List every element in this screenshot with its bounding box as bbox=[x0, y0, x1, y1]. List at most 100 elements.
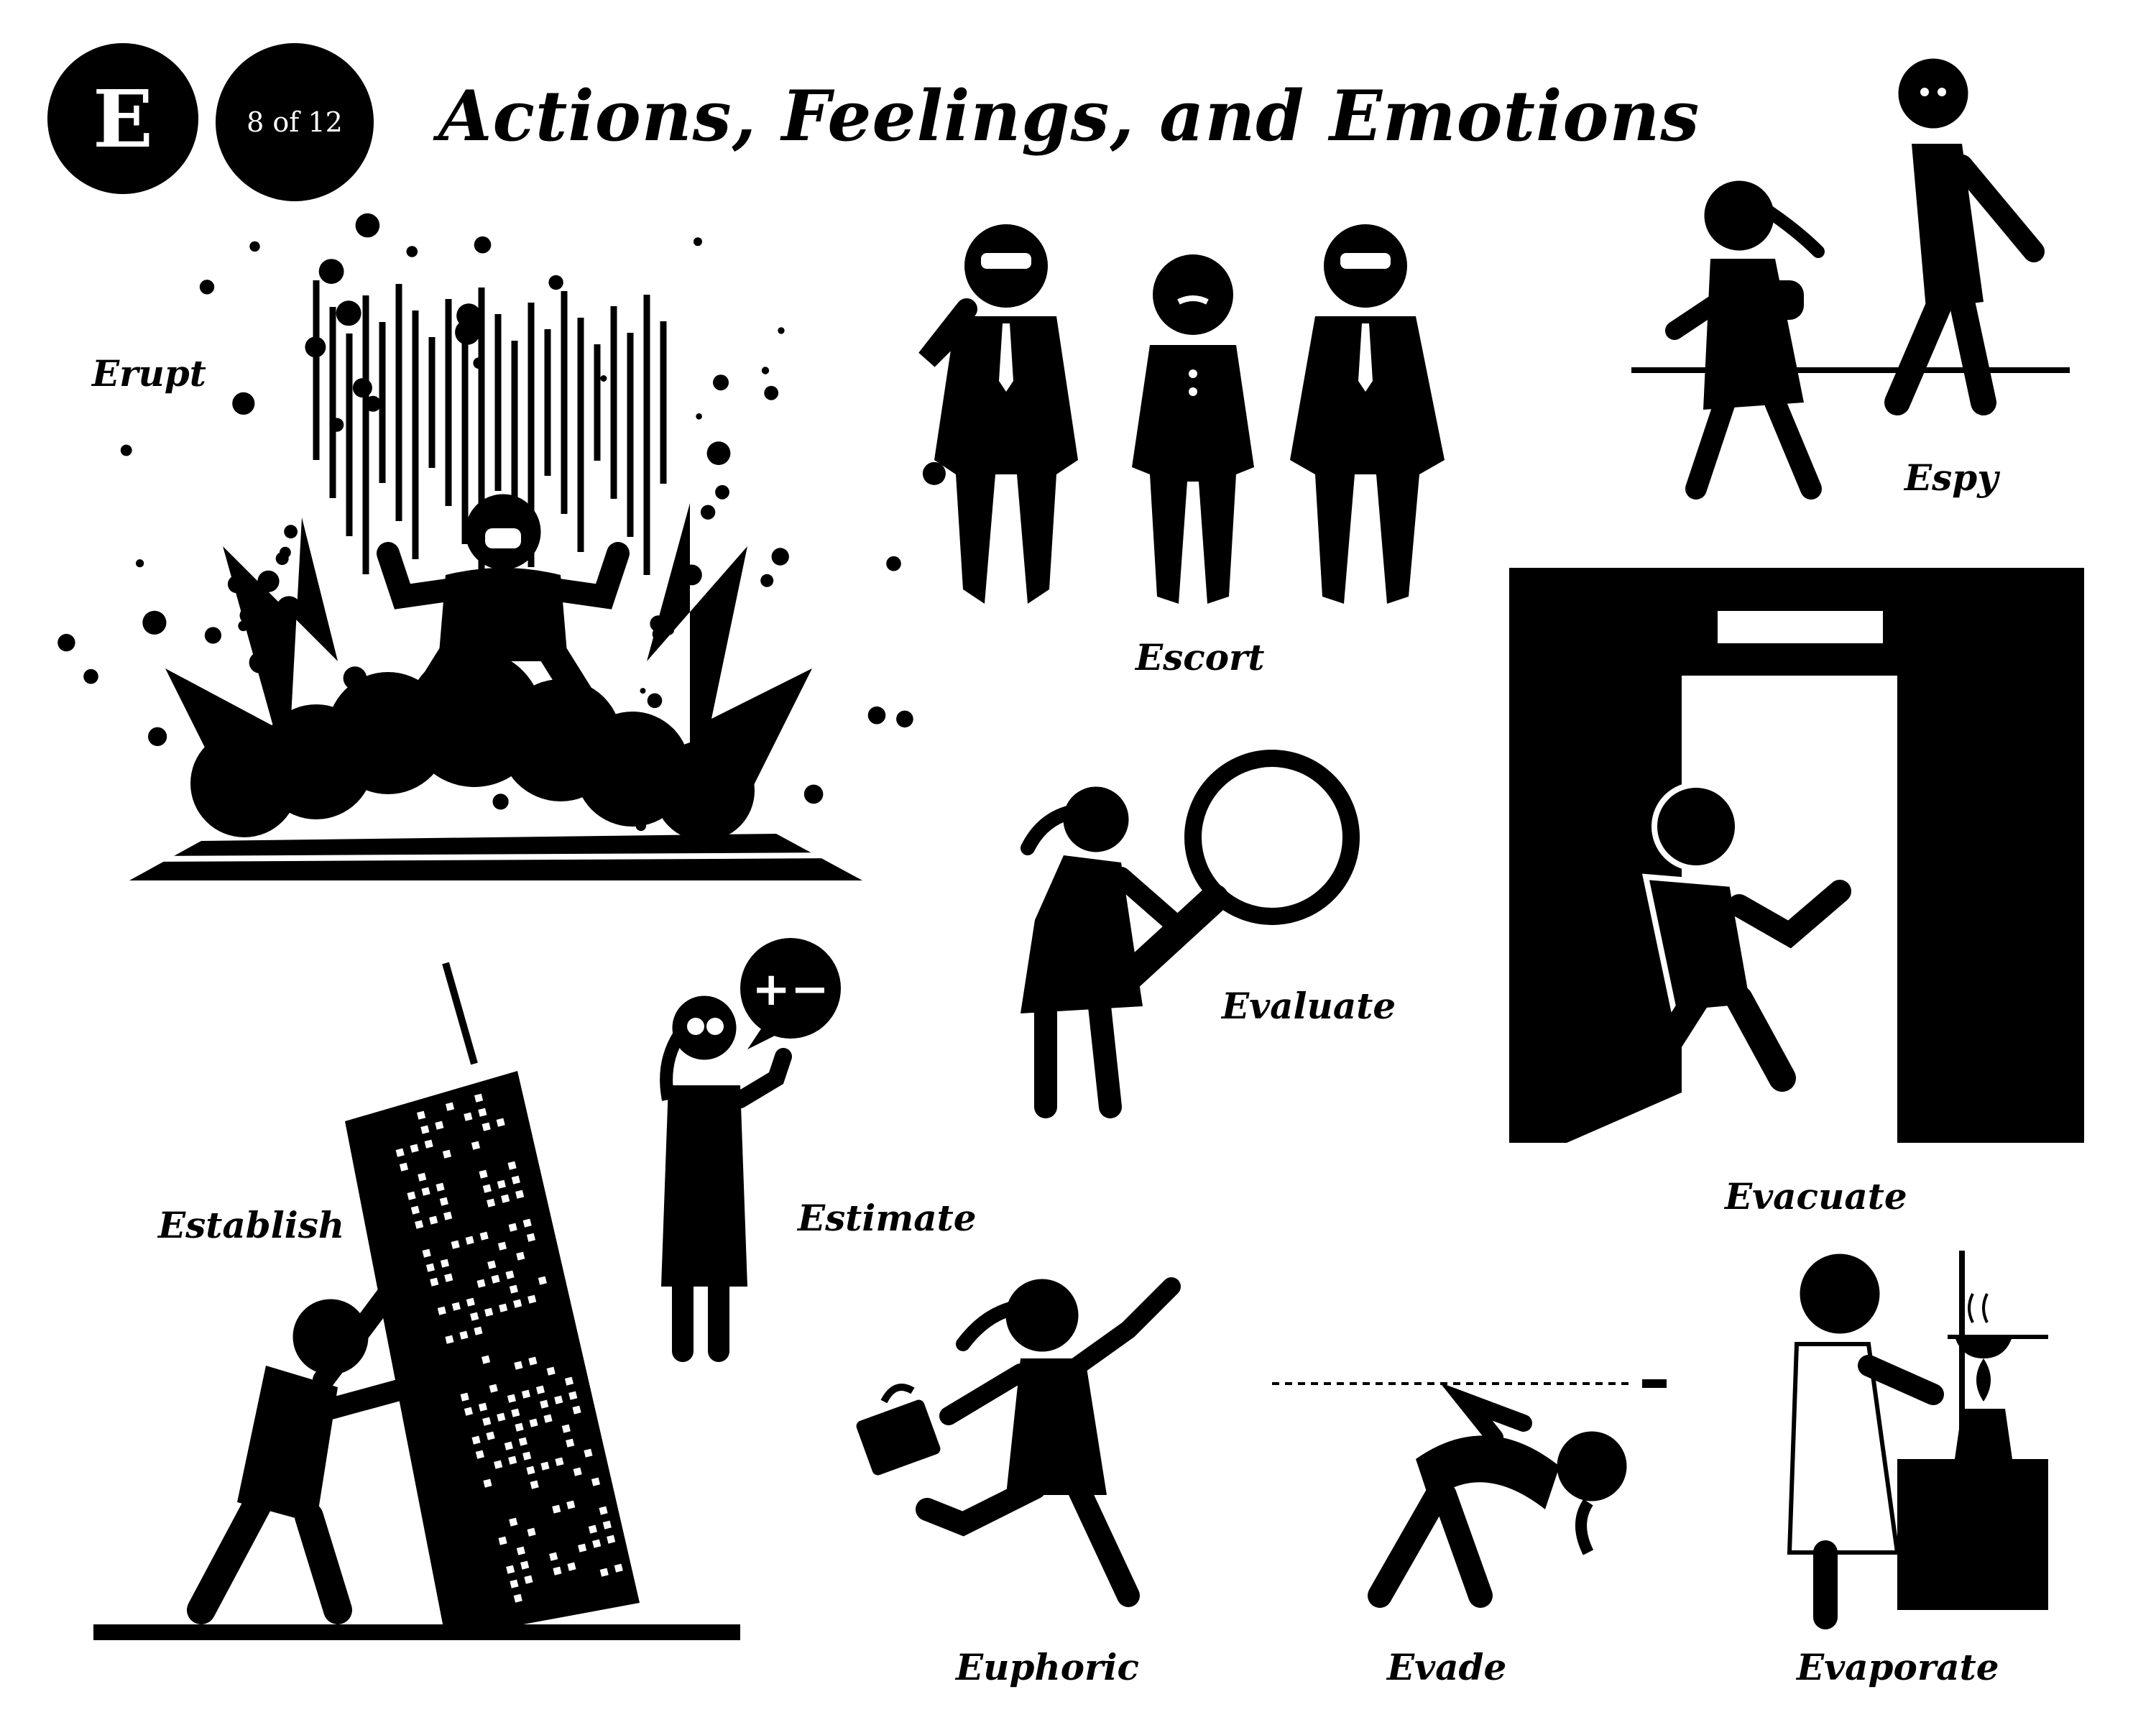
window bbox=[474, 1326, 483, 1335]
establish-pusher bbox=[187, 1283, 420, 1624]
window bbox=[425, 1263, 436, 1272]
window bbox=[538, 1276, 547, 1285]
window bbox=[395, 1148, 405, 1157]
window bbox=[508, 1223, 517, 1232]
debris-dot bbox=[83, 668, 98, 684]
window bbox=[460, 1392, 469, 1402]
window bbox=[584, 1448, 593, 1458]
page-indicator-badge: 8 of 12 bbox=[216, 43, 374, 201]
window bbox=[527, 1527, 536, 1537]
evaporate-scientist bbox=[1787, 1254, 1944, 1629]
letter-badge-text: E bbox=[93, 72, 153, 165]
window bbox=[526, 1466, 535, 1475]
window bbox=[420, 1125, 430, 1134]
window bbox=[497, 1412, 506, 1422]
window bbox=[507, 1394, 517, 1403]
window bbox=[535, 1385, 545, 1394]
debris-dot bbox=[199, 280, 215, 295]
label-erupt: Erupt bbox=[92, 352, 206, 395]
window bbox=[543, 1414, 553, 1423]
debris-dot bbox=[764, 385, 779, 400]
label-estimate: Estimate bbox=[798, 1197, 977, 1239]
window bbox=[474, 1093, 484, 1103]
window bbox=[564, 1376, 574, 1386]
evacuate-exit-sign bbox=[1718, 611, 1883, 643]
window bbox=[515, 1190, 525, 1199]
label-establish: Establish bbox=[158, 1204, 345, 1246]
page-title: Actions, Feelings, and Emotions bbox=[438, 75, 1700, 157]
window bbox=[499, 1303, 508, 1312]
window bbox=[497, 1241, 507, 1251]
window bbox=[522, 1451, 532, 1460]
label-evaluate: Evaluate bbox=[1222, 985, 1396, 1027]
debris-dot bbox=[640, 688, 646, 694]
window bbox=[486, 1431, 495, 1440]
window bbox=[507, 1161, 517, 1170]
window bbox=[513, 1593, 522, 1603]
euphoric-pictogram bbox=[856, 1277, 1181, 1607]
window bbox=[530, 1480, 539, 1489]
magnifier-lens bbox=[1184, 750, 1360, 925]
estimate-bubble bbox=[740, 938, 841, 1039]
window bbox=[466, 1297, 475, 1307]
window bbox=[436, 1182, 445, 1192]
window bbox=[505, 1270, 515, 1279]
debris-dot bbox=[713, 374, 729, 391]
escort-vip bbox=[1132, 254, 1254, 604]
window bbox=[514, 1361, 523, 1370]
window bbox=[513, 1299, 522, 1308]
window bbox=[599, 1506, 608, 1515]
espy-woman bbox=[1665, 180, 1825, 500]
debris-dot bbox=[232, 392, 255, 415]
escort-pictogram bbox=[918, 224, 1445, 604]
label-evacuate: Evacuate bbox=[1725, 1175, 1907, 1218]
window bbox=[451, 1240, 460, 1249]
espy-man bbox=[1884, 58, 2045, 415]
window bbox=[501, 1194, 510, 1203]
window bbox=[522, 1218, 532, 1228]
espy-pictogram bbox=[1631, 58, 2070, 500]
window bbox=[509, 1517, 518, 1527]
window bbox=[588, 1524, 597, 1534]
window bbox=[424, 1139, 433, 1149]
window bbox=[614, 1563, 623, 1573]
window bbox=[602, 1520, 612, 1530]
debris-dot bbox=[715, 484, 729, 500]
window bbox=[518, 1437, 528, 1446]
debris-dot bbox=[318, 259, 344, 284]
window bbox=[482, 1184, 492, 1193]
erupt-smoke-cloud bbox=[190, 650, 755, 841]
window bbox=[578, 1543, 587, 1552]
window bbox=[479, 1169, 488, 1179]
window bbox=[566, 1500, 576, 1509]
window bbox=[484, 1307, 494, 1317]
window bbox=[546, 1366, 556, 1376]
euphoric-briefcase bbox=[856, 1384, 941, 1476]
window bbox=[520, 1560, 530, 1570]
euphoric-woman bbox=[916, 1277, 1181, 1607]
erupt-right-blast bbox=[647, 503, 812, 798]
debris-dot bbox=[474, 236, 492, 254]
evaluate-pictogram bbox=[1021, 750, 1360, 1118]
evacuate-runner bbox=[1596, 782, 1851, 1099]
debris-dot bbox=[778, 327, 785, 334]
establish-skyscraper bbox=[345, 1071, 640, 1639]
window bbox=[471, 1141, 481, 1150]
window bbox=[489, 1384, 498, 1393]
window bbox=[554, 1395, 563, 1404]
window bbox=[568, 1391, 578, 1400]
window bbox=[422, 1248, 431, 1258]
debris-dot bbox=[922, 461, 946, 485]
debris-dot bbox=[142, 610, 167, 635]
window bbox=[591, 1477, 601, 1486]
window bbox=[475, 1450, 484, 1459]
label-evaporate: Evaporate bbox=[1797, 1646, 1999, 1688]
erupt-figure bbox=[377, 494, 630, 726]
lab-burner bbox=[1955, 1409, 2012, 1459]
debris-dot bbox=[886, 556, 901, 571]
evacuate-pictogram bbox=[1509, 568, 2084, 1143]
debris-dot bbox=[120, 444, 132, 456]
establish-antenna bbox=[442, 962, 478, 1065]
window bbox=[481, 1355, 491, 1364]
label-euphoric: Euphoric bbox=[956, 1646, 1139, 1688]
